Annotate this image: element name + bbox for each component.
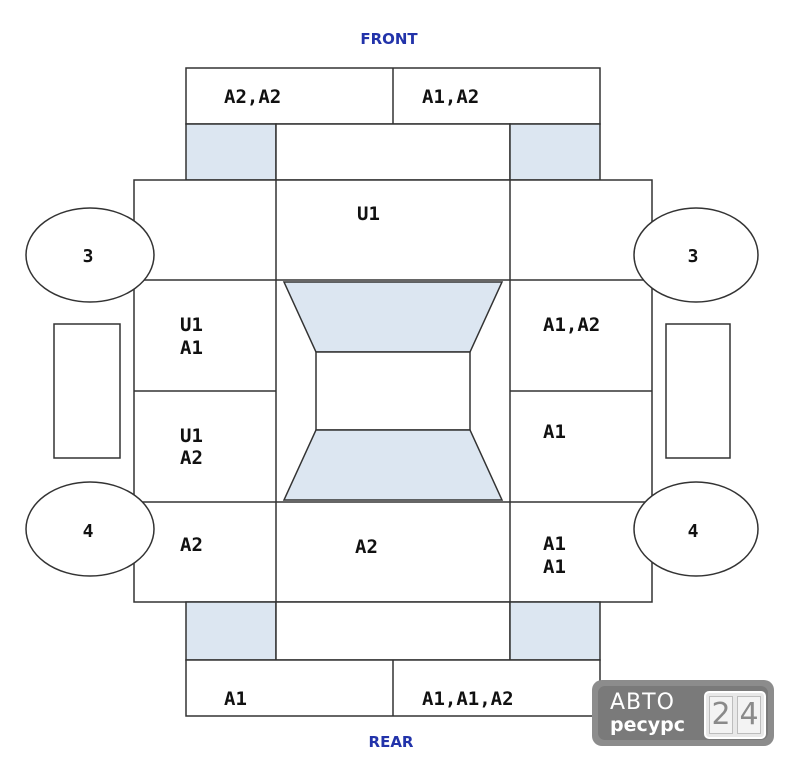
watermark-badge: АВТО ресурс 2 4	[592, 680, 774, 746]
rear-right-wheel	[633, 481, 759, 577]
front-center-panel	[275, 123, 511, 181]
right-upper-code: A1,A2	[543, 314, 600, 336]
rear-left-wheel-number: 4	[83, 521, 94, 542]
watermark-digit-2: 4	[737, 696, 761, 734]
watermark-word-avto: АВТО	[610, 690, 675, 715]
watermark-digit-1: 2	[709, 696, 733, 734]
rear-label: REAR	[369, 733, 414, 751]
bottom-right-corner-code-2: A1	[543, 556, 566, 578]
top-left-code: A2,A2	[224, 86, 281, 108]
rear-right-panel	[509, 601, 601, 661]
rear-right-wheel-number: 4	[688, 521, 699, 542]
left-upper-code-2: A1	[180, 337, 203, 359]
watermark-digits: 2 4	[704, 691, 766, 739]
front-right-wheel	[633, 207, 759, 303]
left-side-panel	[53, 323, 121, 459]
bottom-right-corner-code-1: A1	[543, 533, 566, 555]
left-upper-code-1: U1	[180, 314, 203, 336]
rear-window-panel	[282, 429, 504, 501]
upper-center-code: U1	[357, 203, 380, 225]
bottom-left-code: A1	[224, 688, 247, 710]
top-right-code: A1,A2	[422, 86, 479, 108]
front-left-wheel-number: 3	[83, 246, 94, 267]
roof-panel	[315, 351, 471, 431]
rear-left-wheel	[25, 481, 155, 577]
right-side-panel	[665, 323, 731, 459]
left-lower-code-2: A2	[180, 447, 203, 469]
left-lower-code-1: U1	[180, 425, 203, 447]
watermark-word-resurs: ресурс	[610, 714, 685, 736]
right-lower-code: A1	[543, 421, 566, 443]
bottom-left-corner-code: A2	[180, 534, 203, 556]
front-right-wheel-number: 3	[688, 246, 699, 267]
bottom-center-code: A2	[355, 536, 378, 558]
rear-center-panel	[275, 601, 511, 661]
bottom-right-code: A1,A1,A2	[422, 688, 514, 710]
watermark-badge-inner: АВТО ресурс 2 4	[598, 686, 768, 740]
front-left-panel	[185, 123, 277, 181]
windshield-panel	[282, 281, 504, 353]
front-label: FRONT	[360, 30, 418, 48]
front-left-wheel	[25, 207, 155, 303]
rear-left-panel	[185, 601, 277, 661]
front-right-panel	[509, 123, 601, 181]
